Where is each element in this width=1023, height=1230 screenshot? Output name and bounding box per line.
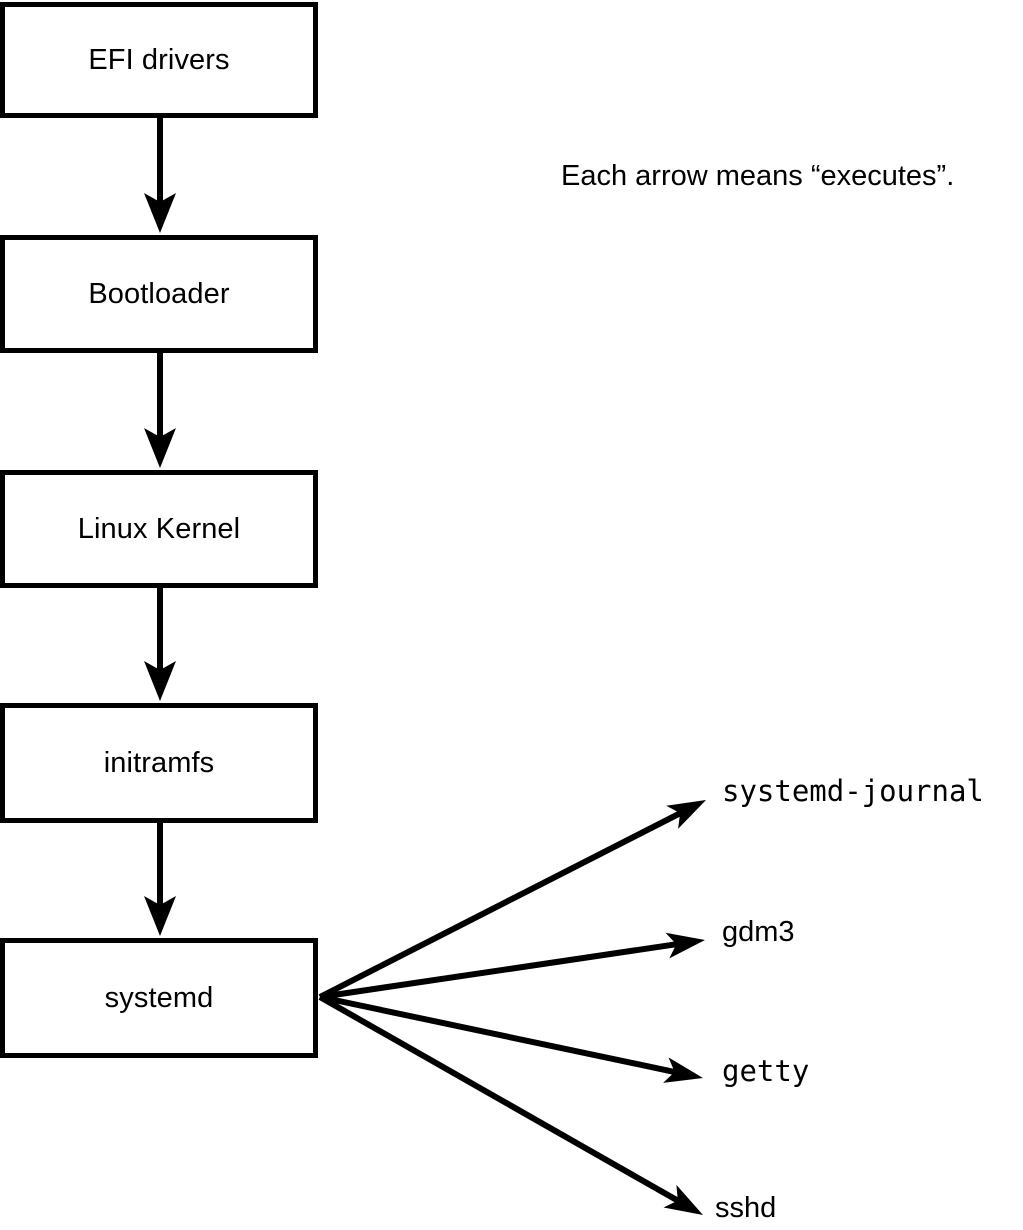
diagram-caption: Each arrow means “executes”.	[561, 160, 955, 192]
fanout-arrow-head-sshd	[663, 1184, 703, 1215]
stage-box-initramfs: initramfs	[0, 703, 318, 823]
fanout-arrow-head-getty	[663, 1057, 703, 1083]
service-label-systemd-journal: systemd-journal	[722, 774, 984, 808]
fanout-arrow-stem-systemd-journal	[318, 809, 684, 1000]
stage-label-linux-kernel: Linux Kernel	[77, 512, 241, 545]
stage-box-systemd: systemd	[0, 938, 318, 1058]
fanout-arrow-stem-getty	[319, 994, 678, 1076]
service-label-gdm3: gdm3	[722, 916, 795, 948]
fanout-arrow-stem-sshd	[318, 994, 682, 1205]
stage-label-systemd: systemd	[104, 981, 214, 1014]
fanout-arrow-head-systemd-journal	[666, 800, 706, 829]
service-label-getty: getty	[722, 1054, 810, 1088]
chain-arrow-head-initramfs-to-systemd	[144, 896, 176, 936]
stage-box-bootloader: Bootloader	[0, 235, 318, 353]
stage-box-efi-drivers: EFI drivers	[0, 2, 318, 118]
fanout-arrow-head-gdm3	[665, 932, 705, 959]
stage-box-linux-kernel: Linux Kernel	[0, 470, 318, 588]
stage-label-efi-drivers: EFI drivers	[88, 43, 230, 76]
fanout-arrow-stem-gdm3	[319, 940, 679, 1000]
chain-arrow-head-bootloader-to-linux-kernel	[144, 428, 176, 468]
stage-label-initramfs: initramfs	[103, 746, 215, 779]
service-label-sshd: sshd	[715, 1192, 777, 1224]
stage-label-bootloader: Bootloader	[88, 277, 230, 310]
chain-arrow-head-efi-drivers-to-bootloader	[144, 193, 176, 233]
chain-arrow-head-linux-kernel-to-initramfs	[144, 661, 176, 701]
